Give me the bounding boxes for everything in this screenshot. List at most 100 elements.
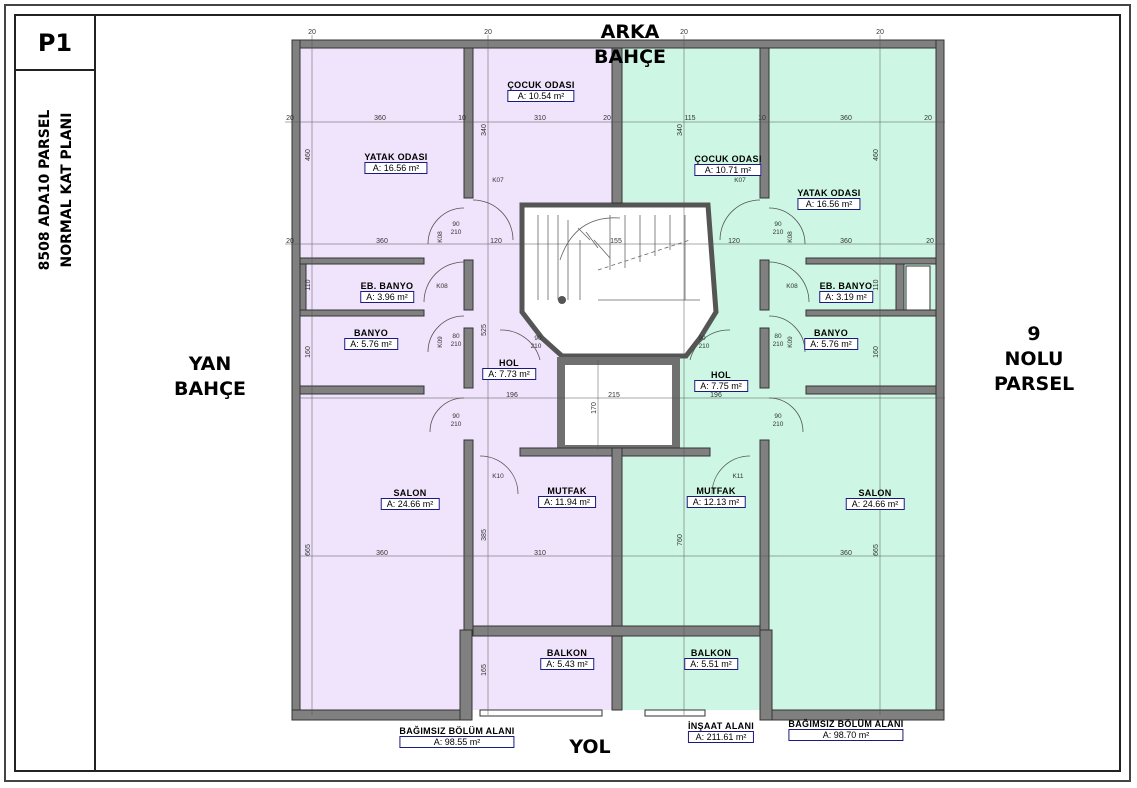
dim-text: 360	[840, 550, 852, 557]
interior-walls	[299, 47, 937, 721]
dim-text: 120	[728, 238, 740, 245]
room-area: A: 5.51 m²	[684, 658, 738, 670]
site-left-line2: BAHÇE	[173, 378, 246, 400]
title-column	[16, 71, 96, 770]
door-tag: K11	[732, 473, 743, 480]
dim-text: 360	[376, 238, 388, 245]
room-name: MUTFAK	[696, 486, 736, 496]
room-name: BANYO	[353, 328, 389, 338]
room-area: A: 12.13 m²	[686, 496, 746, 508]
door-tag: 210	[531, 343, 542, 350]
site-right-line2: NOLU	[1004, 348, 1064, 370]
door-tag: 210	[451, 229, 462, 236]
dimension-lines	[285, 35, 945, 715]
site-left-line1: YAN	[188, 353, 232, 375]
room-name: YATAK ODASI	[364, 152, 428, 162]
stair-core	[519, 202, 719, 359]
stair-newel	[558, 296, 566, 304]
door-tag: 210	[773, 341, 784, 348]
total-area: A: 98.55 m²	[399, 736, 515, 748]
total-area: A: 211.61 m²	[687, 731, 755, 743]
dim-text: 215	[608, 392, 620, 399]
room-area: A: 24.66 m²	[380, 498, 440, 510]
room-name: BALKON	[546, 648, 588, 658]
dim-text: 310	[534, 115, 546, 122]
room-name: HOL	[499, 358, 519, 368]
door-tag: K07	[492, 177, 504, 184]
door-tag: K08	[437, 231, 444, 243]
door-tag: K09	[437, 336, 444, 348]
dim-text: 665	[305, 544, 312, 556]
door-tag: 210	[451, 341, 462, 348]
dim-text: 196	[506, 392, 518, 399]
room-area: A: 5.43 m²	[540, 658, 594, 670]
door-tag: 90	[452, 221, 460, 228]
room-name: EB. BANYO	[819, 281, 873, 291]
room-name: ÇOCUK ODASI	[694, 154, 762, 164]
dim-text: 20	[680, 29, 688, 36]
door-tag: 90	[452, 413, 460, 420]
room-area: A: 5.76 m²	[804, 338, 858, 350]
total-name: BAĞIMSIZ BÖLÜM ALANI	[399, 726, 515, 736]
room-area: A: 24.66 m²	[845, 498, 905, 510]
dim-text: 760	[677, 534, 684, 546]
dim-text: 360	[840, 238, 852, 245]
dim-text: 525	[481, 324, 488, 336]
dim-text: 196	[710, 392, 722, 399]
room-name: MUTFAK	[547, 486, 587, 496]
room-area: A: 3.96 m²	[360, 291, 414, 303]
total-name: BAĞIMSIZ BÖLÜM ALANI	[788, 719, 904, 729]
door-tag: 210	[773, 421, 784, 428]
room-name: SALON	[393, 488, 427, 498]
door-tag: 210	[773, 229, 784, 236]
total-name: İNŞAAT ALANI	[687, 721, 755, 731]
door-tag: 90	[698, 335, 706, 342]
room-area: A: 11.94 m²	[538, 496, 596, 508]
dim-text: 165	[481, 664, 488, 676]
door-tag: K08	[436, 283, 448, 290]
site-label-top: ARKA BAHÇE	[570, 20, 690, 70]
site-right-line3: PARSEL	[994, 373, 1075, 395]
door-tags: K07 K07 K08 K08 K08 K08 K09 K09 K10 K11 …	[436, 177, 798, 480]
dim-text: 115	[684, 115, 695, 122]
dim-text: 340	[481, 124, 488, 136]
dim-text: 360	[376, 550, 388, 557]
room-name: BANYO	[813, 328, 849, 338]
door-tag: 80	[452, 333, 460, 340]
sheet-code: P1	[16, 16, 96, 71]
room-name: ÇOCUK ODASI	[507, 80, 575, 90]
room-area: A: 3.19 m²	[819, 291, 873, 303]
room-area: A: 10.54 m²	[507, 90, 575, 102]
room-area: A: 7.75 m²	[694, 380, 748, 392]
total-area: A: 98.70 m²	[788, 729, 904, 741]
dim-text: 20	[603, 115, 611, 122]
dim-text: 20	[286, 238, 294, 245]
dim-text: 385	[481, 529, 488, 541]
dim-text: 665	[873, 544, 880, 556]
door-tag: 80	[774, 333, 782, 340]
dim-text: 170	[591, 402, 598, 414]
dim-text: 120	[490, 238, 502, 245]
site-label-left: YAN BAHÇE	[170, 352, 250, 402]
door-tag: K08	[787, 231, 794, 243]
dim-text: 20	[926, 238, 934, 245]
door-tag: 210	[451, 421, 462, 428]
outer-frame	[4, 4, 1131, 782]
drawing-border	[14, 14, 1121, 772]
